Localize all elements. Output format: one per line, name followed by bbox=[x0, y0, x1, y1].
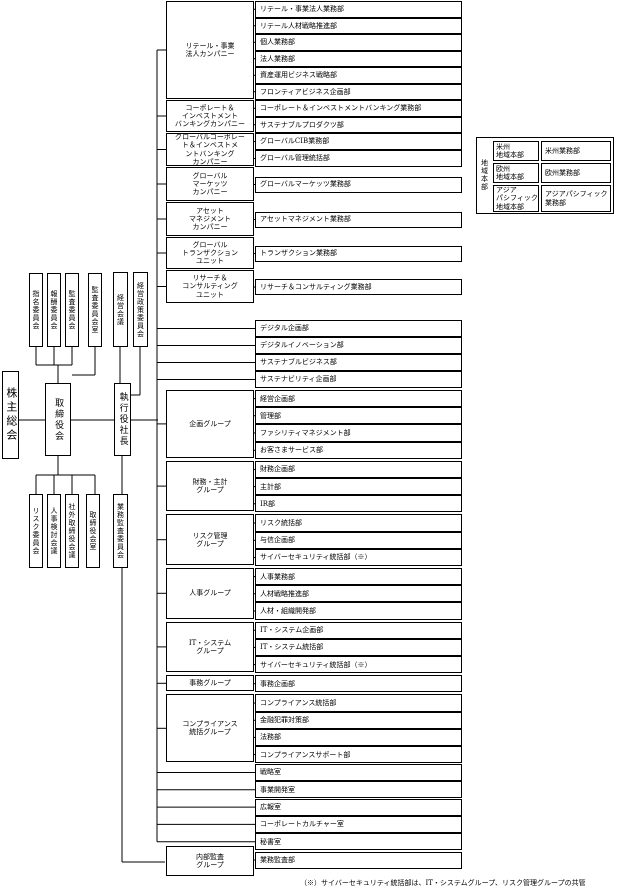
board-box: 取締役会 bbox=[45, 383, 71, 456]
group-box: 人事グループ bbox=[166, 568, 254, 619]
shareholders-meeting-box: 株主総会 bbox=[2, 371, 19, 459]
audit-committee-box: 業務監査委員会 bbox=[113, 494, 128, 568]
dept-box: 事業開発室 bbox=[255, 781, 462, 799]
dept-box: 業務監査部 bbox=[255, 852, 462, 869]
dept-box: コンプライアンス統括部 bbox=[255, 694, 462, 712]
company-box: コーポレート＆ インベストメント バンキングカンパニー bbox=[166, 100, 254, 132]
top-committee-box: 監査委員会室 bbox=[88, 273, 102, 347]
internal-audit-box: 内部監査 グループ bbox=[166, 846, 254, 876]
management-committee-box: 経営政策委員会 bbox=[133, 272, 148, 347]
dept-box: デジタル企画部 bbox=[255, 320, 462, 337]
dept-box: コンプライアンスサポート部 bbox=[255, 746, 462, 764]
dept-box: グローバル管理統括部 bbox=[255, 150, 462, 167]
group-box: 財務・主計 グループ bbox=[166, 460, 254, 512]
group-box: IT・システム グループ bbox=[166, 621, 254, 673]
company-box: グローバル トランザクション ユニット bbox=[166, 237, 254, 269]
dept-box: グローバルマーケッツ業務部 bbox=[255, 176, 462, 193]
company-box: リサーチ＆ コンサルティング ユニット bbox=[166, 270, 254, 303]
regional-dept-box: 欧州業務部 bbox=[541, 163, 611, 183]
dept-box: 広報室 bbox=[255, 798, 462, 816]
regional-hq-box: 米州 地域本部 bbox=[493, 141, 539, 161]
president-box: 執行役社長 bbox=[114, 383, 131, 456]
dept-box: リサーチ＆コンサルティング業務部 bbox=[255, 279, 462, 295]
dept-box: コーポレート＆インベストメントバンキング業務部 bbox=[255, 100, 462, 117]
regional-dept-box: 米州業務部 bbox=[541, 141, 611, 161]
dept-box: サステナビリティ企画部 bbox=[255, 371, 462, 388]
dept-box: サステナブルビジネス部 bbox=[255, 354, 462, 371]
bottom-committee-box: リスク委員会 bbox=[29, 494, 43, 568]
regional-hq-box: 欧州 地域本部 bbox=[493, 163, 539, 183]
dept-box: 個人業務部 bbox=[255, 34, 462, 51]
regional-dept-box: アジアパシフィック 業務部 bbox=[541, 185, 611, 212]
company-box: アセット マネジメント カンパニー bbox=[166, 202, 254, 236]
top-committee-box: 監査委員会 bbox=[65, 273, 79, 347]
dept-box: 金融犯罪対策部 bbox=[255, 711, 462, 729]
dept-box: アセットマネジメント業務部 bbox=[255, 211, 462, 228]
company-box: グローバルコーポレー ト＆インベストメ ントバンキング カンパニー bbox=[166, 133, 254, 166]
bottom-committee-box: 取締役会室 bbox=[86, 494, 100, 568]
dept-box: フロンティアビジネス企画部 bbox=[255, 83, 462, 100]
company-box: グローバル マーケッツ カンパニー bbox=[166, 167, 254, 201]
top-committee-box: 指名委員会 bbox=[29, 273, 43, 347]
dept-box: サステナブルプロダクツ部 bbox=[255, 116, 462, 133]
bottom-committee-box: 人事検討会議 bbox=[47, 494, 61, 568]
regional-hq-label: 地域本部 bbox=[480, 159, 489, 191]
dept-box: 法務部 bbox=[255, 728, 462, 746]
dept-box: ファシリティマネジメント部 bbox=[255, 424, 462, 442]
dept-box: トランザクション業務部 bbox=[255, 245, 462, 262]
dept-box: 管理部 bbox=[255, 407, 462, 425]
dept-box: IT・システム企画部 bbox=[255, 621, 462, 639]
dept-box: グローバルCIB業務部 bbox=[255, 133, 462, 150]
dept-box: 法人業務部 bbox=[255, 50, 462, 67]
dept-box: 事務企画部 bbox=[255, 675, 462, 693]
dept-box: デジタルイノベーション部 bbox=[255, 337, 462, 354]
dept-box: 人材戦略推進部 bbox=[255, 585, 462, 603]
top-committee-box: 報酬委員会 bbox=[47, 273, 61, 347]
bottom-committee-box: 社外取締役会議 bbox=[65, 494, 79, 568]
dept-box: コーポレートカルチャー室 bbox=[255, 815, 462, 833]
dept-box: 与信企画部 bbox=[255, 531, 462, 549]
dept-box: IT・システム統括部 bbox=[255, 638, 462, 656]
group-box: リスク管理 グループ bbox=[166, 514, 254, 565]
dept-box: 経営企画部 bbox=[255, 390, 462, 408]
dept-box: サイバーセキュリティ統括部（※） bbox=[255, 656, 462, 674]
dept-box: 人事業務部 bbox=[255, 568, 462, 586]
company-box: リテール・事業 法人カンパニー bbox=[166, 1, 254, 99]
dept-box: 資産運用ビジネス戦略部 bbox=[255, 67, 462, 84]
dept-box: サイバーセキュリティ統括部（※） bbox=[255, 548, 462, 566]
dept-box: 戦略室 bbox=[255, 764, 462, 781]
dept-box: リテール人材戦略推進部 bbox=[255, 17, 462, 34]
regional-hq-box: アジア パシフィック 地域本部 bbox=[493, 185, 539, 212]
dept-box: リテール・事業法人業務部 bbox=[255, 1, 462, 18]
group-box: 事務グループ bbox=[166, 675, 254, 692]
dept-box: お客さまサービス部 bbox=[255, 441, 462, 459]
dept-box: IR部 bbox=[255, 495, 462, 513]
dept-box: 人材・組織開発部 bbox=[255, 602, 462, 620]
dept-box: 秘書室 bbox=[255, 833, 462, 851]
dept-box: 主計部 bbox=[255, 478, 462, 496]
group-box: 企画グループ bbox=[166, 390, 254, 458]
group-box: コンプライアンス 統括グループ bbox=[166, 694, 254, 763]
management-meeting-box: 経営会議 bbox=[113, 272, 128, 347]
dept-box: リスク統括部 bbox=[255, 514, 462, 532]
footnote: （※）サイバーセキュリティ統括部は、IT・システムグループ、リスク管理グループの… bbox=[300, 879, 586, 887]
dept-box: 財務企画部 bbox=[255, 460, 462, 478]
